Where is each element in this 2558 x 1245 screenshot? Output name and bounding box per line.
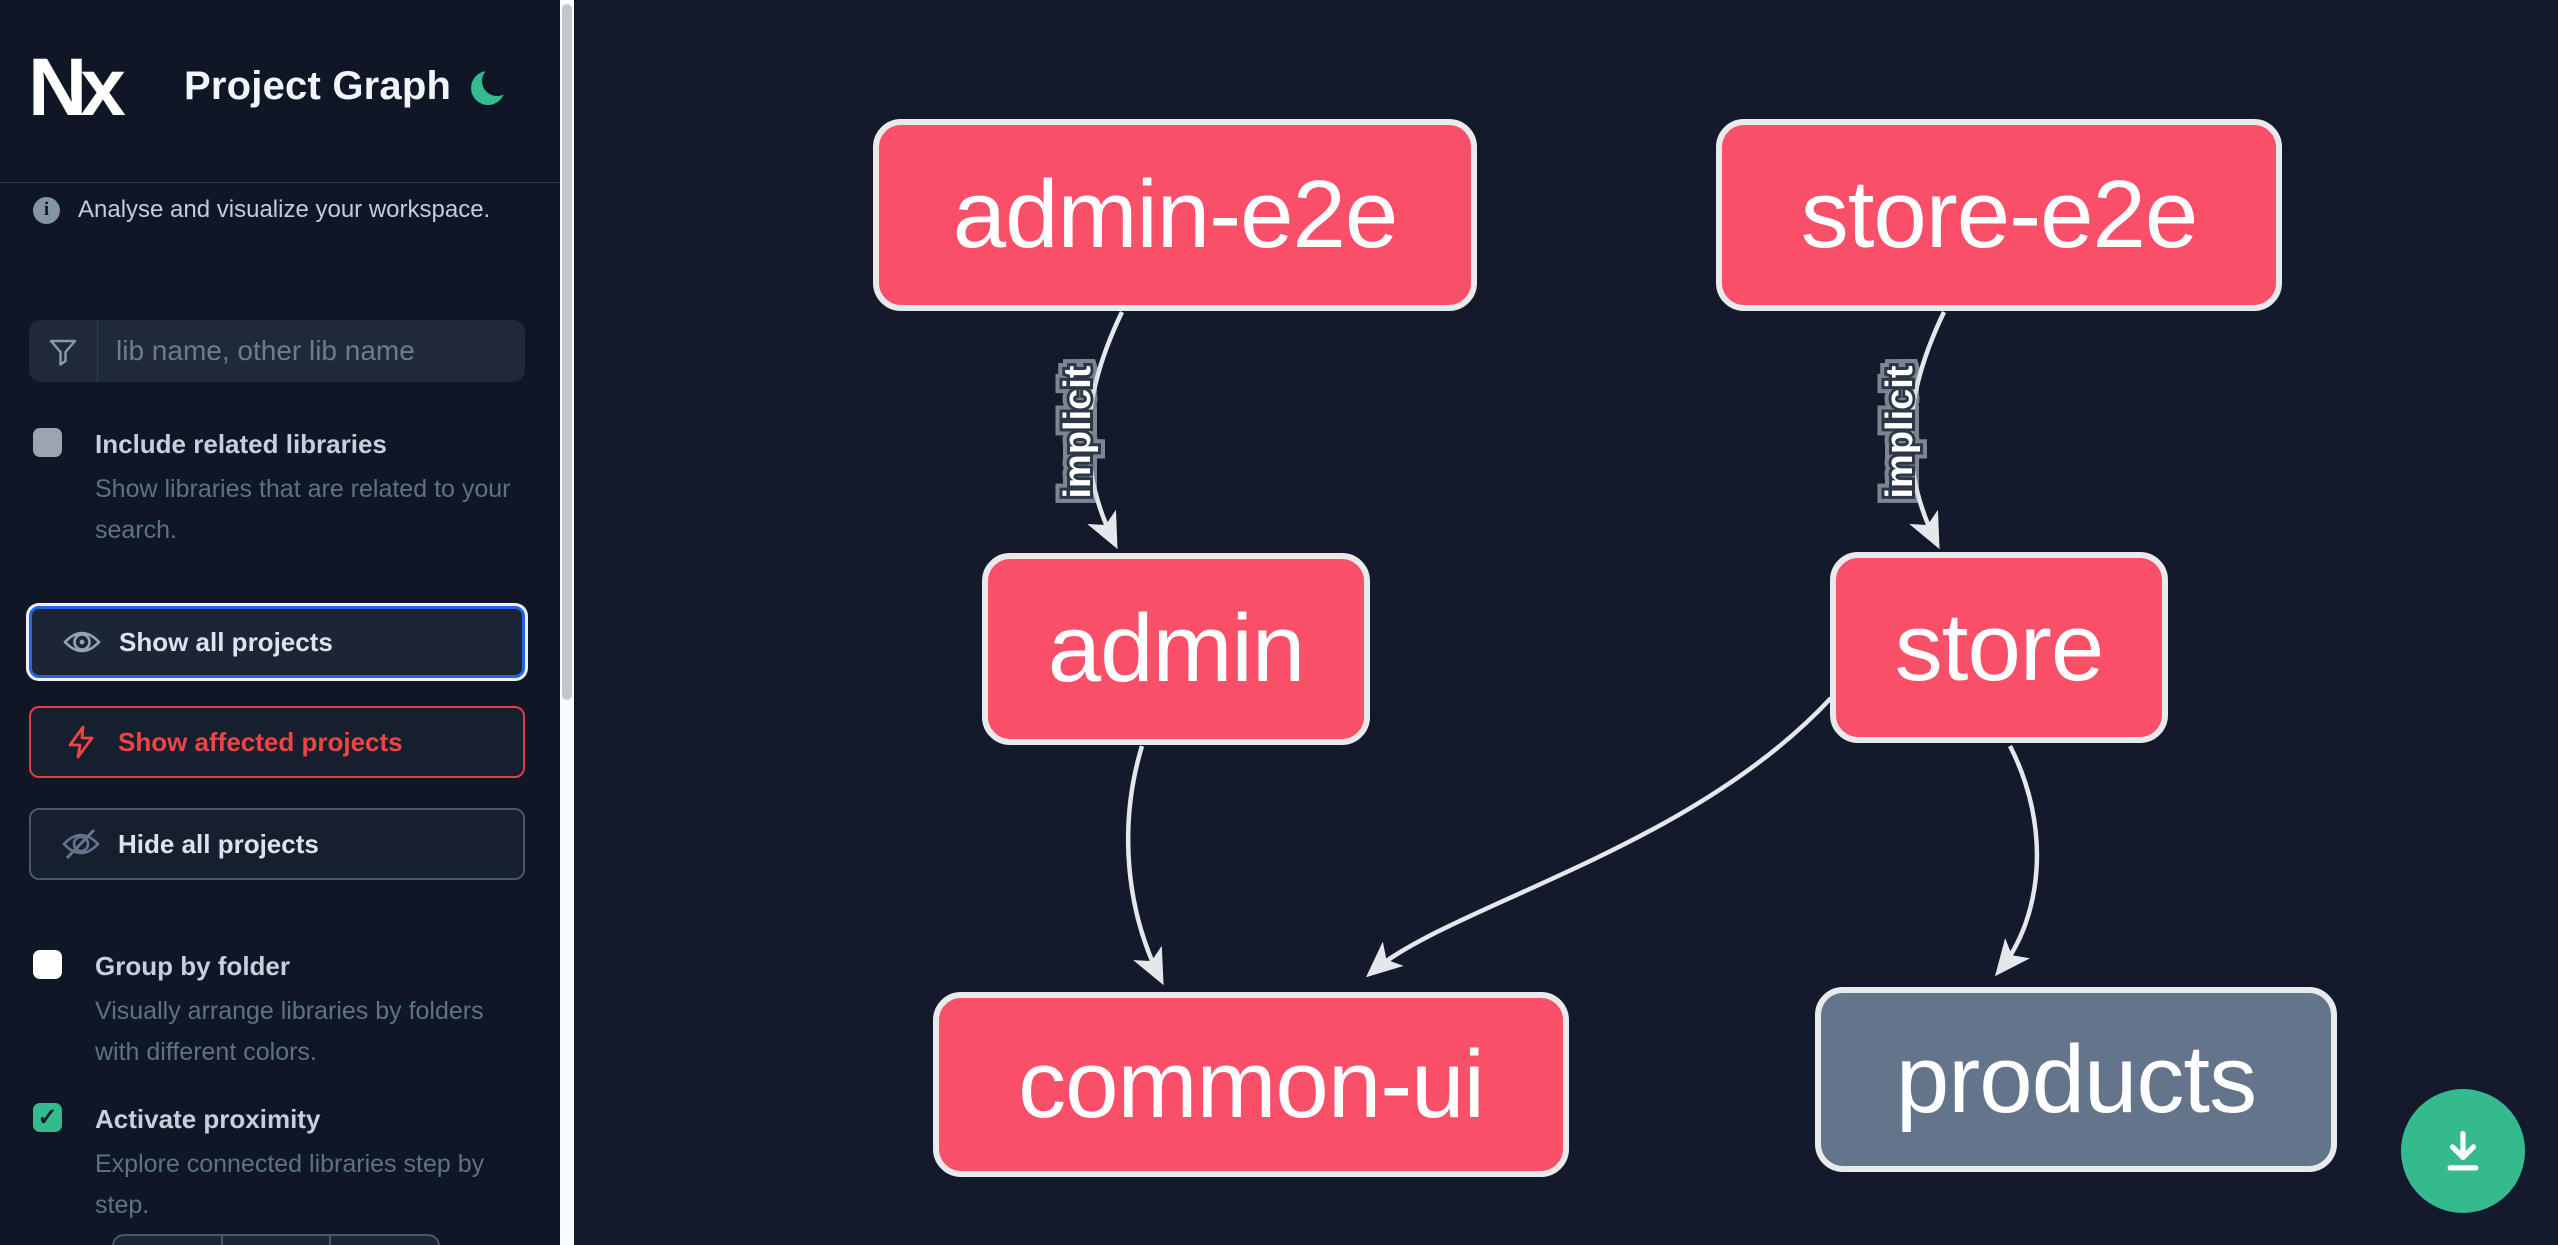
eye-off-icon [62, 827, 100, 861]
download-icon [2447, 1130, 2479, 1171]
workspace-tagline: Analyse and visualize your workspace. [78, 196, 491, 223]
sidebar: Nx Project Graph i Analyse and visualize… [0, 0, 560, 1245]
checkbox-activate-proximity[interactable]: ✓ [33, 1103, 62, 1132]
dark-mode-toggle[interactable] [466, 62, 514, 110]
stepper-segment[interactable] [223, 1236, 332, 1245]
workspace-info: i Analyse and visualize your workspace. [33, 196, 490, 224]
page-title: Project Graph [184, 64, 452, 108]
button-label: Show affected projects [118, 726, 403, 757]
stepper-segment[interactable] [331, 1236, 438, 1245]
sidebar-scrollbar-thumb[interactable] [562, 4, 572, 700]
graph-node-store-e2e[interactable]: store-e2e [1716, 119, 2282, 311]
button-label: Show all projects [119, 626, 333, 657]
download-image-button[interactable] [2401, 1089, 2525, 1213]
proximity-stepper[interactable] [112, 1234, 440, 1245]
option-label: Activate proximity [95, 1104, 321, 1134]
info-icon: i [33, 196, 60, 224]
filter-search [29, 320, 525, 382]
graph-node-admin-e2e[interactable]: admin-e2e [873, 119, 1477, 311]
option-description: Explore connected libraries step by step… [95, 1150, 485, 1219]
graph-node-admin[interactable]: admin [982, 553, 1370, 745]
graph-node-store[interactable]: store [1830, 552, 2168, 743]
checkbox-include-related[interactable] [33, 428, 62, 457]
moon-icon [471, 66, 512, 105]
funnel-icon [29, 320, 98, 382]
eye-icon [63, 627, 101, 657]
search-input[interactable] [98, 320, 525, 382]
checkbox-group-by-folder[interactable] [33, 950, 62, 979]
option-label: Group by folder [95, 951, 290, 981]
button-label: Hide all projects [118, 828, 319, 859]
option-description: Visually arrange libraries by folders wi… [95, 997, 484, 1066]
nx-logo-icon: Nx [28, 42, 126, 133]
sidebar-header: Nx Project Graph [0, 0, 560, 183]
show-all-projects-button[interactable]: Show all projects [29, 606, 525, 678]
option-label: Include related libraries [95, 429, 387, 459]
stepper-segment[interactable] [114, 1236, 223, 1245]
graph-node-common-ui[interactable]: common-ui [933, 992, 1569, 1177]
option-description: Show libraries that are related to your … [95, 475, 511, 544]
show-affected-projects-button[interactable]: Show affected projects [29, 706, 525, 778]
graph-node-products[interactable]: products [1815, 987, 2337, 1172]
hide-all-projects-button[interactable]: Hide all projects [29, 808, 525, 880]
lightning-bolt-icon [62, 725, 100, 759]
